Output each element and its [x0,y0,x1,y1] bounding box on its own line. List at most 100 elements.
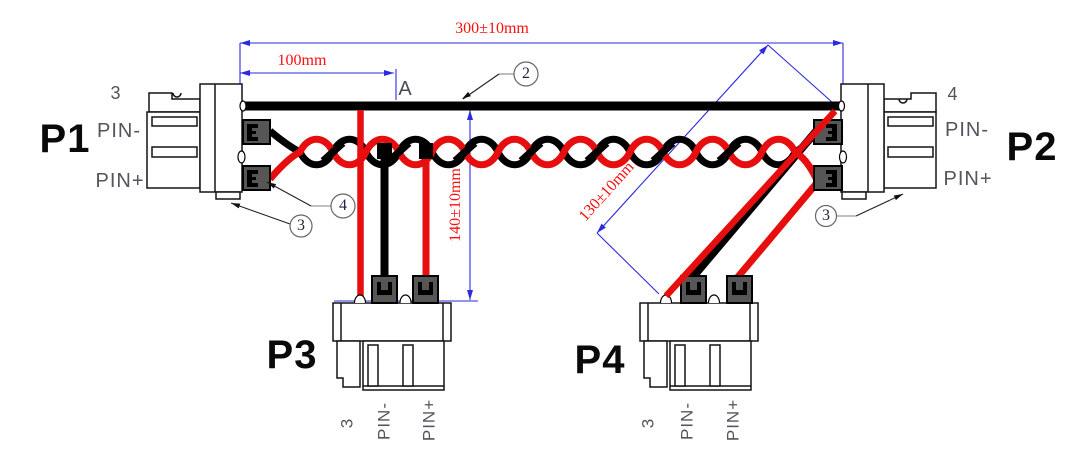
entry-notch [353,294,367,304]
callout-balloons [289,61,838,238]
arrow-icon [231,203,241,209]
weave-seg [320,140,346,164]
p3-outer-body [332,302,452,342]
p1-slot [151,146,198,158]
callout-arrowheads [231,91,903,209]
arrow-icon [267,182,277,189]
p4-terminal-pos [726,275,753,304]
p4-outer-body [639,302,759,342]
wires [242,101,842,298]
weave-seg [584,140,610,164]
crimp-icon [247,124,258,141]
callout-2-number: 2 [522,65,530,82]
p1-wire-bushing [239,100,247,112]
point-a-label: A [398,78,412,100]
p3-slot [402,344,414,387]
balloon-4 [330,193,356,219]
arrow-icon [833,40,843,46]
p4-slot [709,344,721,387]
arrow-icon [597,223,606,233]
p2-front-body [840,83,885,193]
entry-notch [707,294,721,304]
callout-3-left-number: 3 [297,217,305,234]
p1-front-body [199,83,243,193]
weave-seg [716,140,742,164]
p1-pin-pos-label: PIN+ [95,170,145,192]
p4-housing [639,302,759,391]
solder-junction [419,143,433,159]
p3-pin-pos-label: PIN+ [419,398,439,442]
callout-3-right-number: 3 [822,207,830,224]
weave-seg [386,140,412,164]
p3-housing [332,302,452,391]
dimension-arrowheads [240,40,843,300]
arrow-icon [462,91,471,99]
p1-pin3-label: 3 [110,83,122,103]
p3-terminal-pos [412,275,439,304]
p2-housing [840,83,937,200]
p2-pin-neg-label: PIN- [945,119,989,141]
p3-pin3-label: 3 [337,417,357,429]
crimp-icon [826,124,837,141]
balloon-3-left [289,214,313,238]
callout-4-number: 4 [339,197,347,214]
weave-seg [452,140,478,164]
dim-100-label: 100mm [277,52,327,69]
crimp-icon [732,282,747,295]
p2-name-label: P2 [1006,125,1058,169]
leader [230,202,291,225]
p3-slot [367,344,379,387]
p1-slot [151,116,198,127]
arrow-icon [467,110,473,120]
p4-tap-red-wire [663,108,838,299]
dim-130-ext-top [767,44,834,104]
p2-face-notch [838,150,848,164]
p1-housing [146,83,243,200]
dim-140-label: 140±10mm [447,168,464,242]
p4-pin-pos-label: PIN+ [723,398,743,442]
crimp-icon [247,170,258,187]
crimp-icon [418,282,433,295]
p2-pin-pos-label: PIN+ [943,168,993,190]
crimp-icon [377,282,392,295]
p2-top-tab [883,92,937,113]
p3-pin-neg-label: PIN- [374,402,394,440]
p1-name-label: P1 [39,117,91,161]
p2-bottom-tab [841,191,867,200]
p1-face-notch [237,150,246,164]
p1-pin-neg-label: PIN- [97,120,141,142]
solder-junction [377,143,392,159]
terminal-glyphs [247,124,837,295]
dim-130-ext-bottom [596,232,660,295]
p4-latch-tab [643,340,668,388]
p4-slot [674,344,686,387]
p2-wire-bushing [837,100,846,112]
weave-seg [650,140,676,164]
balloon-3-right [814,204,838,228]
p4-red-branch-wire [734,181,819,281]
arrow-icon [893,194,903,201]
weave-seg [518,140,544,164]
arrow-icon [759,45,768,55]
p1-tab-notch [172,92,182,98]
arrow-icon [240,40,250,46]
balloon-2 [513,61,539,87]
p4-pin-neg-label: PIN- [677,402,697,440]
twist-weave-overlays [320,140,742,164]
p4-terminal-neg [680,275,707,304]
p3-latch-tab [336,340,361,388]
p1-bottom-tab [215,191,241,200]
wire-entry-notches [237,100,848,304]
arrow-icon [384,70,394,76]
p4-pin3-label: 3 [638,417,658,429]
arrow-icon [467,290,473,300]
connector-housings [146,83,937,391]
p2-pin4-label: 4 [947,84,959,104]
p2-tab-notch [898,98,908,104]
crimp-icon [826,170,837,187]
p3-terminal-neg [371,275,398,304]
crimp-icon [686,282,701,295]
entry-notch [399,294,412,304]
